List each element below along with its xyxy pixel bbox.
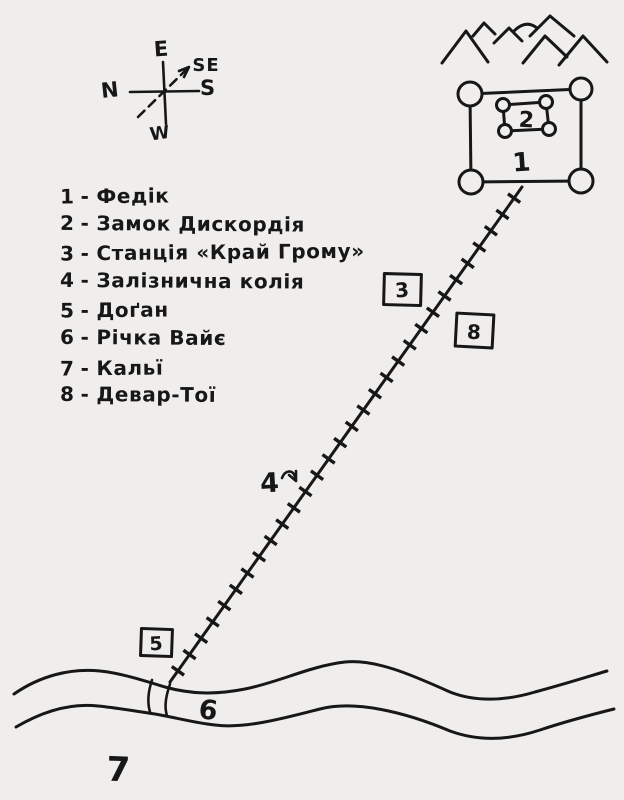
compass-label-south: S [200, 76, 216, 100]
castle-tower-icon [457, 168, 485, 196]
legend-item-number: 4 [59, 267, 75, 292]
castle-tower-icon [567, 167, 595, 195]
inner-tower-icon [538, 94, 554, 110]
legend-item-label: Доґан [96, 297, 169, 323]
legend: 1-Федік 2-Замок Дискордія 3-Станція «Кра… [60, 181, 390, 410]
legend-separator: - [80, 210, 90, 235]
legend-separator: - [80, 355, 90, 380]
legend-item-river-whye: 6-Річка Вайє [60, 323, 390, 354]
legend-separator: - [80, 382, 90, 407]
legend-separator: - [80, 184, 90, 209]
legend-item-fedic: 1-Федік [60, 180, 390, 211]
marker-castle-discordia: 2 [518, 108, 535, 134]
legend-item-devar-toi: 8-Девар-Тої [60, 380, 390, 411]
callout-arrow-icon [280, 470, 297, 480]
legend-item-label: Станція «Край Грому» [96, 238, 365, 266]
legend-separator: - [80, 324, 90, 350]
legend-item-number: 2 [59, 210, 75, 235]
marker-box-devar-toi: 8 [453, 311, 496, 350]
compass-arrowhead-icon [177, 65, 191, 79]
legend-item-label: Кальї [96, 355, 164, 380]
compass-label-north: N [100, 77, 121, 103]
legend-item-label: Девар-Тої [96, 382, 217, 408]
legend-item-railway: 4-Залізнична колія [60, 266, 390, 297]
inner-castle-discordia: 2 [495, 94, 557, 139]
marker-box-station: 3 [382, 272, 423, 307]
legend-separator: - [80, 298, 90, 323]
legend-separator: - [80, 267, 90, 292]
mountains-icon [440, 14, 609, 67]
marker-river: 6 [197, 694, 220, 727]
legend-item-number: 8 [59, 382, 75, 407]
legend-item-number: 6 [59, 324, 75, 349]
compass-label-southeast: SE [192, 55, 219, 76]
legend-item-station: 3-Станція «Край Грому» [60, 237, 390, 268]
castle-fedic: 2 1 [456, 76, 595, 196]
compass-label-east: E [153, 37, 170, 62]
legend-item-label: Замок Дискордія [96, 210, 306, 237]
legend-item-number: 7 [59, 355, 75, 381]
legend-item-dogan: 5-Доґан [60, 294, 390, 325]
inner-tower-icon [495, 97, 511, 113]
marker-railway: 4 [259, 468, 279, 500]
legend-item-label: Залізнична колія [96, 267, 305, 294]
legend-item-number: 5 [59, 298, 75, 323]
legend-item-castle-discordia: 2-Замок Дискордія [60, 208, 390, 239]
compass-label-west: W [148, 122, 172, 146]
marker-calla: 7 [106, 750, 131, 791]
marker-dogan: 5 [149, 633, 163, 656]
marker-box-dogan: 5 [139, 626, 174, 659]
castle-tower-icon [456, 80, 484, 108]
legend-item-number: 3 [59, 241, 75, 266]
legend-item-number: 1 [59, 184, 75, 209]
marker-station: 3 [394, 277, 410, 302]
legend-item-label: Річка Вайє [96, 325, 227, 350]
legend-item-label: Федік [96, 183, 170, 209]
legend-item-calla: 7-Кальї [60, 351, 390, 382]
bridge-icon [146, 678, 172, 718]
marker-devar-toi: 8 [466, 320, 481, 345]
railway-callout: 4 [259, 468, 298, 500]
river-whye: 6 [12, 660, 616, 740]
castle-tower-icon [568, 76, 594, 102]
railway-track [163, 182, 529, 687]
inner-tower-icon [497, 123, 513, 139]
compass-rose: E SE N S W [100, 37, 219, 146]
legend-separator: - [80, 241, 90, 266]
inner-tower-icon [541, 121, 557, 137]
marker-fedic: 1 [511, 147, 531, 178]
